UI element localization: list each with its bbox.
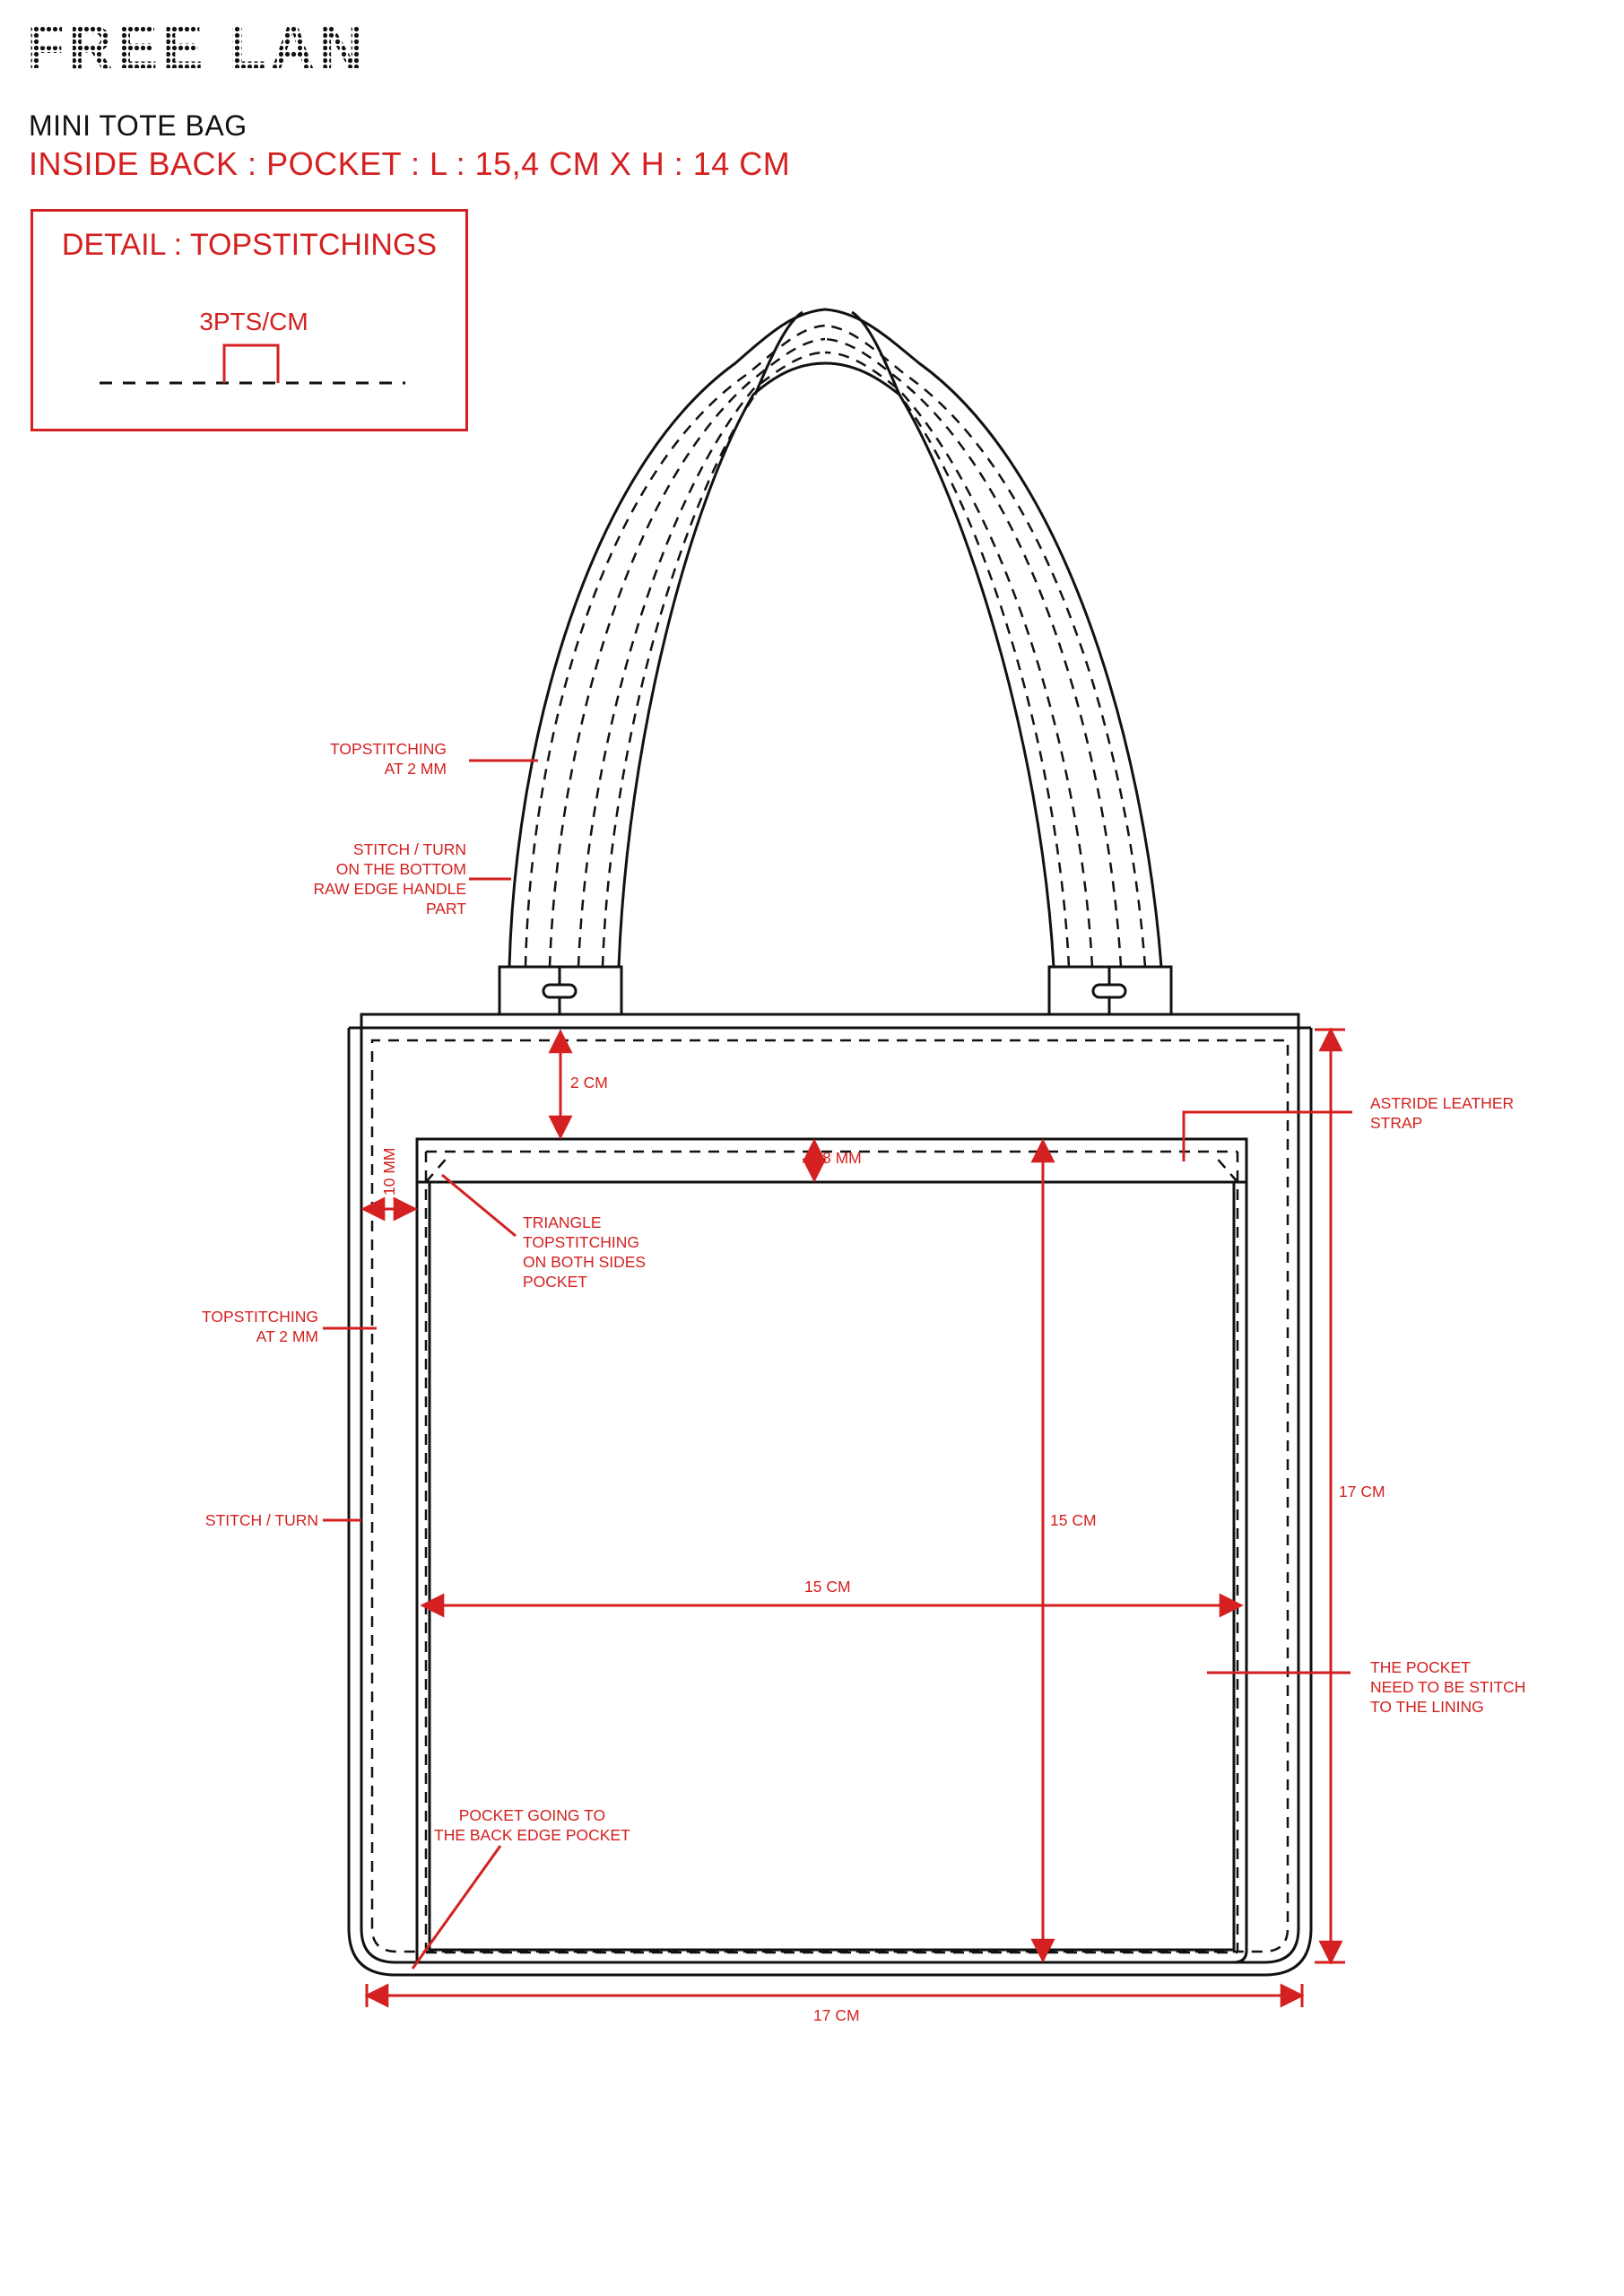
note-stitch-turn: STITCH / TURN: [204, 1511, 318, 1529]
brand-logo: FREE LANCE: [27, 20, 359, 77]
dim-label-pocket-width: 15 CM: [804, 1578, 851, 1596]
bag-topstitch: [370, 1039, 1290, 1953]
detail-box: DETAIL : TOPSTITCHINGS 3PTS/CM: [30, 209, 468, 431]
stitch-detail-diagram: [100, 344, 405, 385]
dim-label-pocket-hem: 8 MM: [822, 1149, 862, 1167]
leader-astride-strap: [1182, 1110, 1352, 1161]
stitch-density: 3PTS/CM: [199, 308, 308, 335]
dim-label-bag-width: 17 CM: [813, 2006, 860, 2024]
rivet-right: [1091, 983, 1127, 999]
handle-seam-left: [753, 310, 803, 396]
triangle-stitch-left: [425, 1155, 449, 1183]
handle-stitch-6: [824, 337, 1123, 968]
handle-seam-right: [851, 310, 901, 396]
pocket-spec: INSIDE BACK : POCKET : L : 15,4 CM X H :…: [29, 145, 791, 182]
handle-inner-edge: [617, 361, 1055, 968]
leader-pocket-back-edge: [411, 1845, 502, 1970]
dim-label-side-gap: 10 MM: [380, 1147, 398, 1196]
handle-outer-edge: [508, 308, 1163, 968]
page-title: MINI TOTE BAG: [29, 109, 248, 142]
leader-triangle: [441, 1173, 517, 1238]
detail-title: DETAIL : TOPSTITCHINGS: [61, 228, 438, 262]
dim-label-pocket-height: 15 CM: [1050, 1511, 1097, 1529]
handle-stitch-7: [824, 351, 1094, 968]
dim-label-bag-height: 17 CM: [1339, 1483, 1385, 1500]
handle-stitch-4: [601, 394, 757, 968]
svg-text:FREE LANCE: FREE LANCE: [27, 20, 359, 77]
handle-stitch-2: [548, 337, 826, 968]
bag-outer-edge: [347, 1028, 1313, 1977]
triangle-stitch-right: [1214, 1155, 1238, 1183]
handle-stitch-1: [524, 324, 826, 968]
pocket-outline: [415, 1137, 1248, 1964]
handle-stitch-3: [577, 351, 826, 968]
dim-label-top-gap: 2 CM: [570, 1074, 608, 1091]
handle-stitch-5: [824, 324, 1147, 968]
rivet-left: [542, 983, 578, 999]
stitch-marker: [222, 344, 280, 383]
handle-stitch-8: [898, 394, 1071, 968]
bag-top-band: [360, 1013, 1300, 1030]
